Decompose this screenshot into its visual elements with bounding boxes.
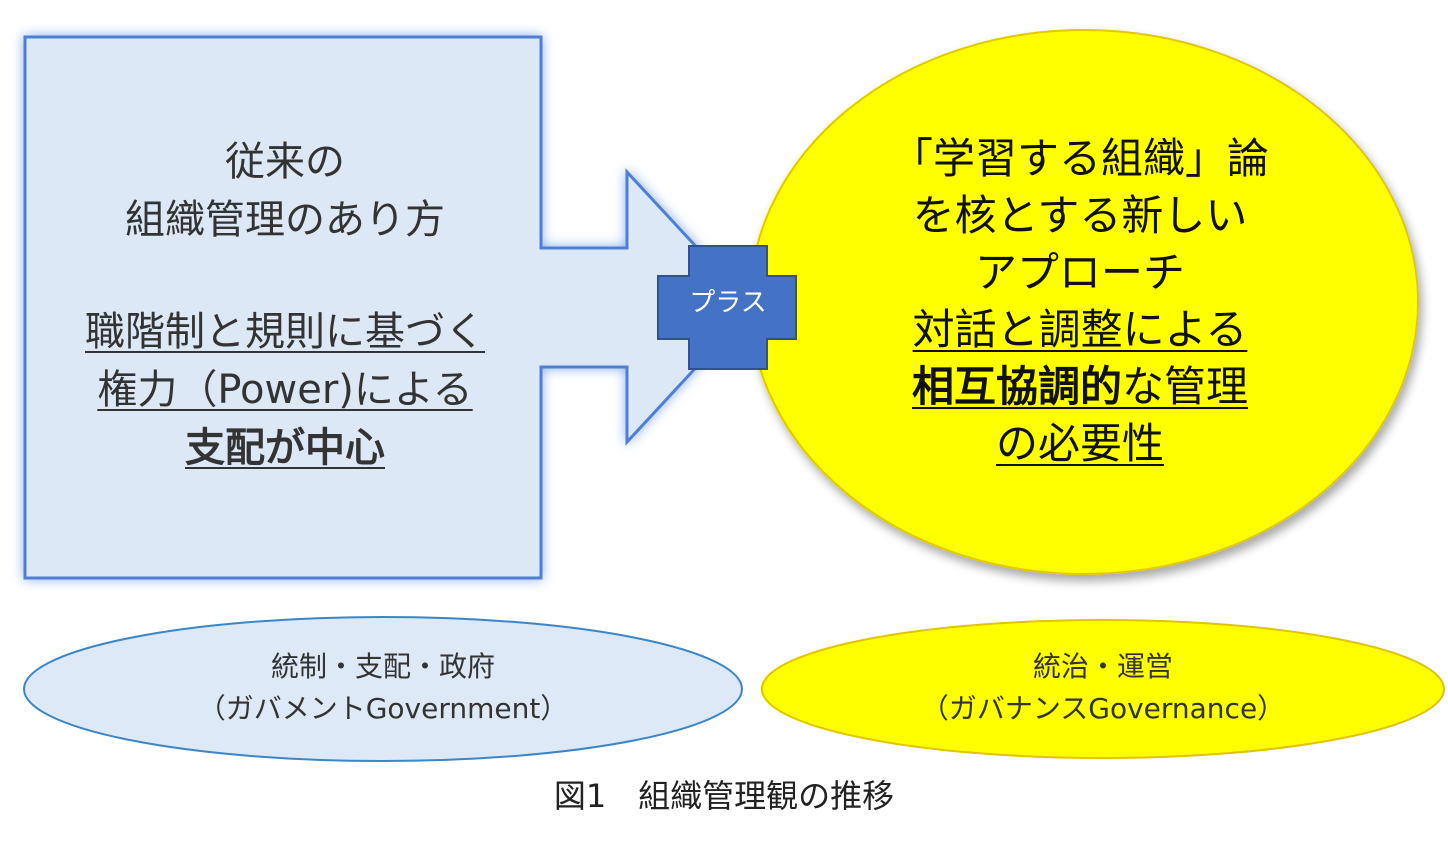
government-text: 統制・支配・政府 （ガバメントGovernment）: [24, 646, 742, 730]
right-line: な管理: [1122, 362, 1249, 411]
governance-line: （ガバナンスGovernance）: [920, 692, 1286, 725]
governance-line: 統治・運営: [1032, 650, 1173, 683]
right-line: アプローチ: [974, 248, 1185, 297]
plus-shape: [657, 245, 797, 370]
government-line: 統制・支配・政府: [270, 650, 495, 683]
right-line: 「学習する組織」論: [890, 134, 1269, 183]
right-line: を核とする新しい: [912, 191, 1248, 240]
governance-ellipse: [761, 619, 1445, 759]
figure-caption: 図1 組織管理観の推移: [553, 777, 895, 815]
right-line: の必要性: [995, 419, 1164, 468]
right-ellipse-text: 「学習する組織」論 を核とする新しい アプローチ 対話と調整による 相互協調的な…: [800, 130, 1360, 472]
right-line: 対話と調整による: [912, 305, 1248, 354]
governance-text: 統治・運営 （ガバナンスGovernance）: [762, 646, 1444, 730]
government-ellipse: [23, 616, 743, 762]
left-callout-arrow-shape: [23, 35, 755, 580]
plus-label: プラス: [689, 288, 767, 318]
left-title-line: 組織管理のあり方: [125, 197, 445, 243]
left-body-line: 権力（Power)による: [97, 367, 473, 413]
left-body-emphasis: 支配が中心: [185, 425, 385, 471]
left-title-line: 従来の: [225, 139, 345, 185]
right-line-emphasis: 相互協調的: [911, 362, 1122, 411]
left-box-body: 職階制と規則に基づく 権力（Power)による 支配が中心: [20, 303, 550, 477]
government-line: （ガバメントGovernment）: [197, 692, 569, 725]
left-body-line: 職階制と規則に基づく: [85, 309, 485, 355]
left-box-title: 従来の 組織管理のあり方: [60, 133, 510, 249]
